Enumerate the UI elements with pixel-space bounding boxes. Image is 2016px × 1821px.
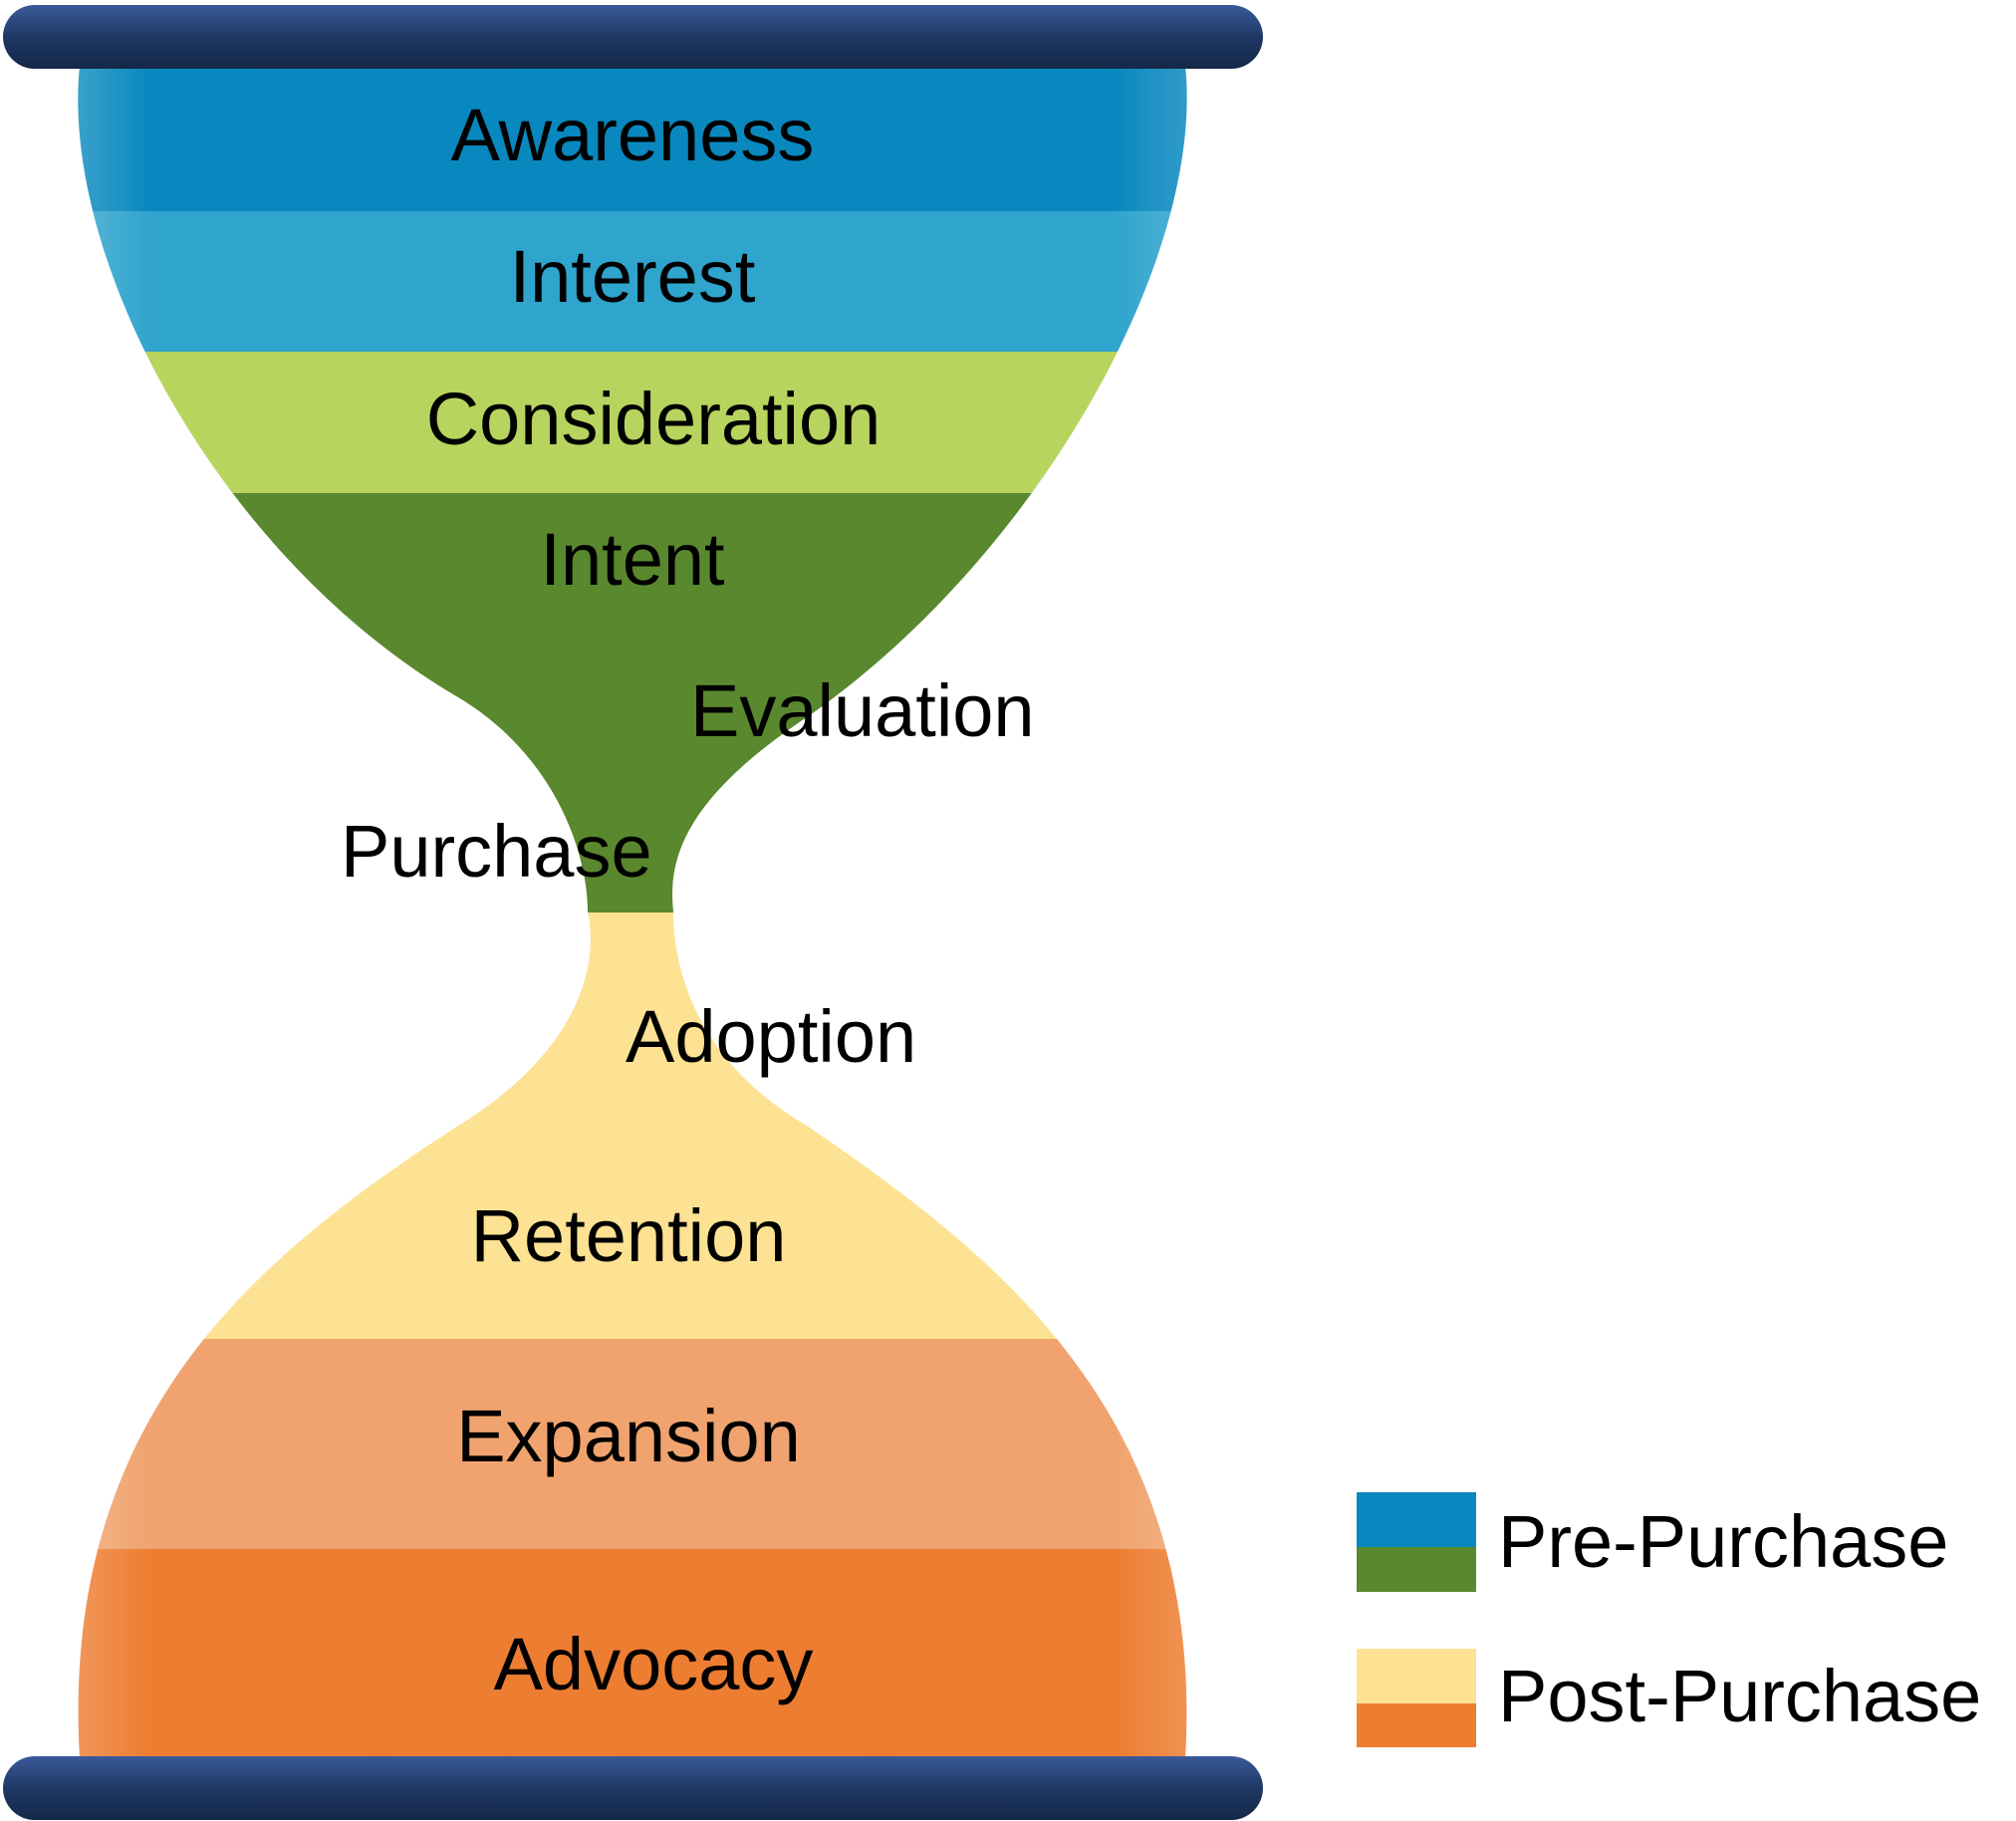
stage-label-expansion: Expansion [456,1395,801,1477]
stage-label-advocacy: Advocacy [494,1623,814,1705]
legend-item-pre-purchase: Pre-Purchase [1357,1492,1948,1592]
stage-label-adoption: Adoption [626,995,916,1078]
legend-label-post-purchase: Post-Purchase [1498,1655,1981,1737]
stage-label-consideration: Consideration [426,378,882,460]
stage-label-interest: Interest [510,235,756,318]
legend: Pre-Purchase Post-Purchase [1357,1492,1981,1747]
legend-item-post-purchase: Post-Purchase [1357,1649,1981,1747]
legend-swatch-post-purchase-bottom [1357,1703,1476,1747]
stage-label-purchase: Purchase [341,810,652,893]
legend-label-pre-purchase: Pre-Purchase [1498,1500,1948,1583]
stage-label-evaluation: Evaluation [690,669,1035,752]
bottom-bar [3,1756,1263,1820]
legend-swatch-post-purchase-top [1357,1649,1476,1703]
stage-label-awareness: Awareness [451,94,815,176]
stage-label-intent: Intent [540,518,725,601]
stage-label-retention: Retention [471,1194,787,1277]
legend-swatch-pre-purchase-top [1357,1492,1476,1547]
top-bar [3,5,1263,69]
legend-swatch-pre-purchase-bottom [1357,1547,1476,1592]
